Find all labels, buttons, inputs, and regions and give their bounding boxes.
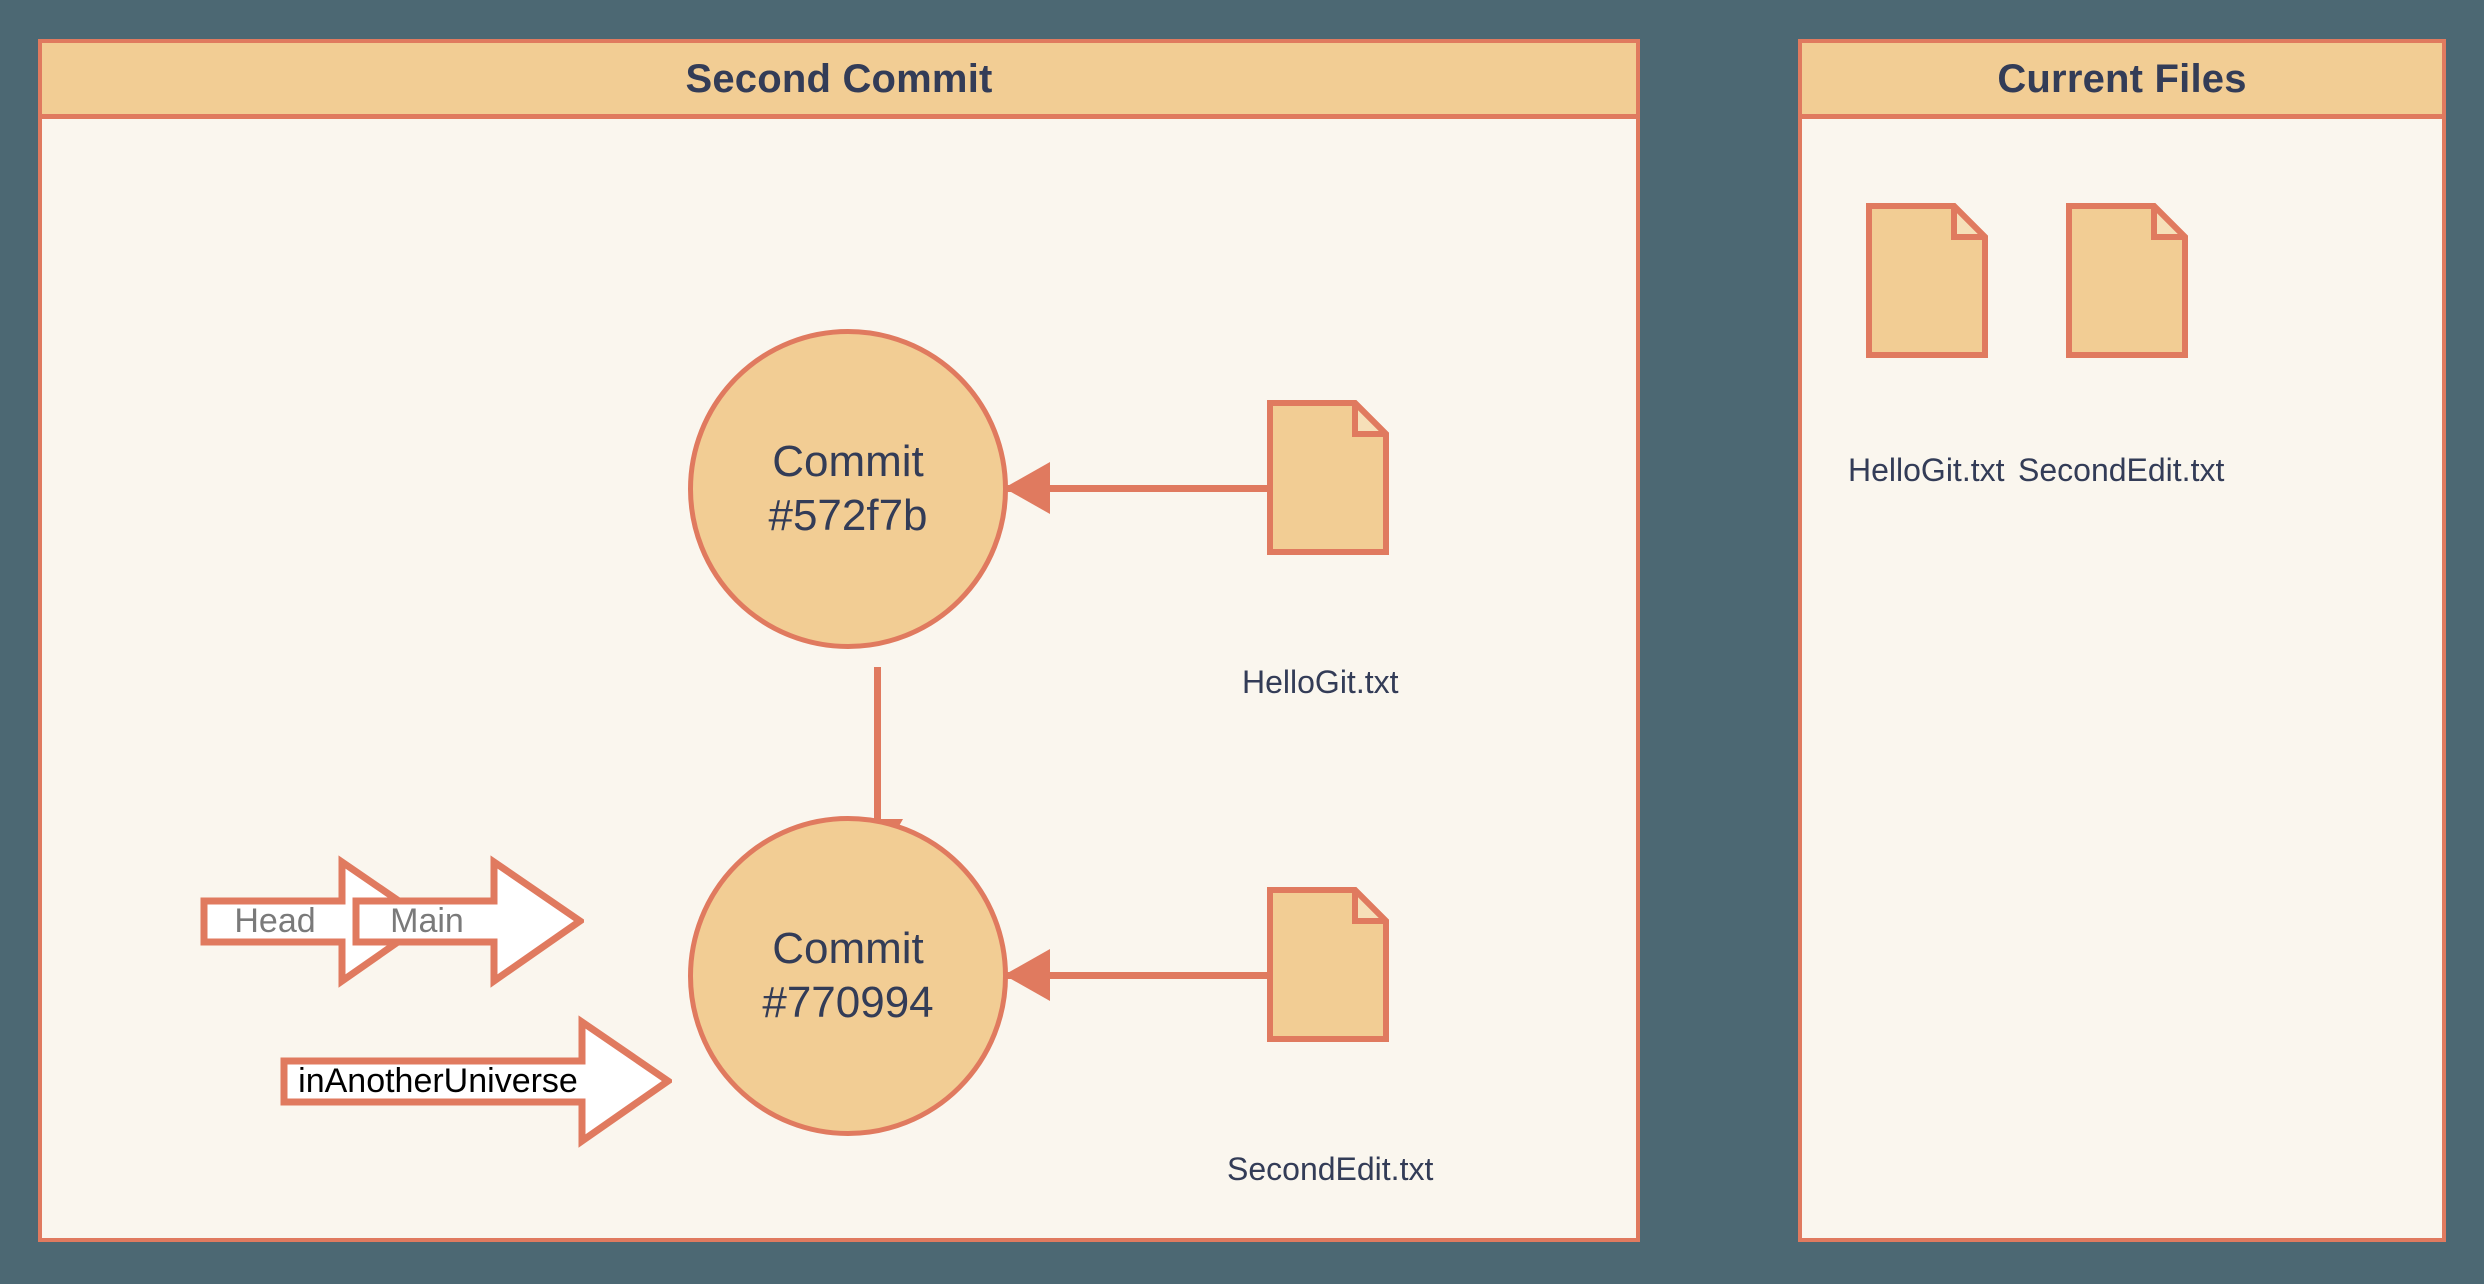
file-glyph-current-hellogit [1866, 198, 1993, 358]
current-file-label-hellogit: HelloGit.txt [1848, 452, 2005, 488]
ref-tag-head-shape [200, 855, 435, 988]
file-label-secondedit: SecondEdit.txt [1227, 1151, 1434, 1187]
commit-panel-title: Second Commit [685, 56, 993, 101]
commit-panel: Second Commit Commit #572f7b Commit #770… [38, 39, 1640, 1242]
current-file-icon-secondedit[interactable] [2066, 198, 2193, 358]
file-link-hellogit-arrowhead [1004, 462, 1050, 514]
commit-node-572f7b-label-line2: #572f7b [768, 491, 928, 540]
file-glyph-current-secondedit [2066, 198, 2193, 358]
ref-tag-inanotheruniverse-shape [280, 1015, 675, 1148]
file-link-hellogit [1007, 485, 1307, 492]
file-link-secondedit-arrowhead [1004, 949, 1050, 1001]
file-label-hellogit: HelloGit.txt [1242, 664, 1399, 700]
current-file-icon-hellogit[interactable] [1866, 198, 1993, 358]
files-panel-header: Current Files [1802, 43, 2442, 119]
ref-tag-main-shape [352, 855, 587, 988]
commit-panel-header: Second Commit [42, 43, 1636, 119]
file-glyph-secondedit [1267, 882, 1394, 1042]
file-link-secondedit [1007, 972, 1307, 979]
commit-node-770994-label-line1: Commit [772, 924, 924, 974]
commit-link-vertical [874, 667, 881, 837]
file-glyph-hellogit [1267, 395, 1394, 555]
files-panel: Current Files HelloGit.txt SecondEdit.tx… [1798, 39, 2446, 1242]
commit-node-572f7b[interactable]: Commit #572f7b [688, 329, 1008, 649]
commit-panel-body: Commit #572f7b Commit #770994 HelloGit.t… [42, 124, 1636, 1238]
ref-tag-inanotheruniverse[interactable]: inAnotherUniverse [280, 1014, 675, 1149]
files-panel-body: HelloGit.txt SecondEdit.txt [1802, 124, 2442, 1238]
file-icon-secondedit[interactable] [1267, 882, 1394, 1042]
file-icon-hellogit[interactable] [1267, 395, 1394, 555]
commit-node-572f7b-label-line1: Commit [772, 437, 924, 487]
current-file-label-secondedit: SecondEdit.txt [2018, 452, 2225, 488]
commit-node-770994-label-line2: #770994 [762, 978, 934, 1027]
commit-node-770994[interactable]: Commit #770994 [688, 816, 1008, 1136]
files-panel-title: Current Files [1997, 56, 2247, 101]
ref-tag-main[interactable]: Main [352, 854, 587, 989]
